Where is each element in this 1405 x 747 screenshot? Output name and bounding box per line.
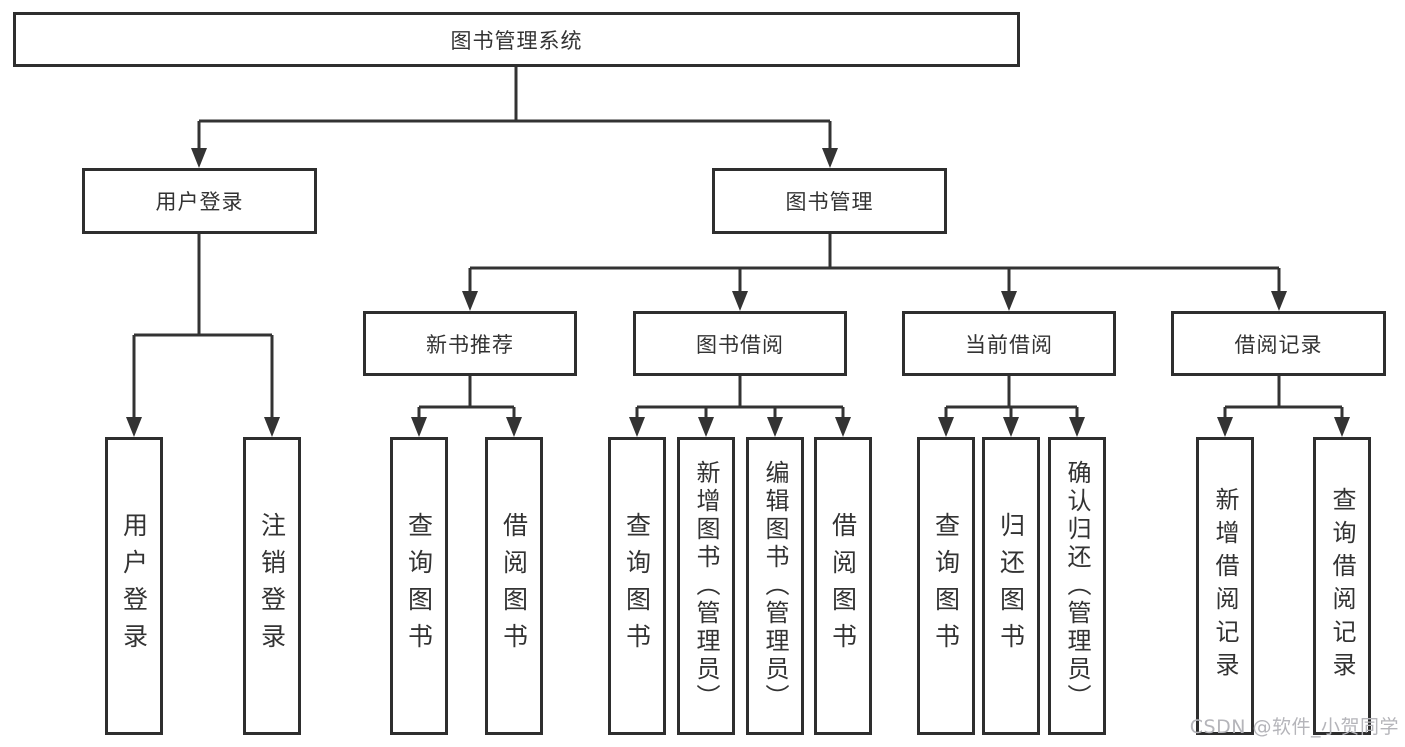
arrowhead-icon: [938, 417, 954, 437]
arrowhead-icon: [1001, 291, 1017, 311]
connector-book-mgmt-to-level3: [462, 234, 1287, 311]
node-borrow-records: 借阅记录: [1171, 311, 1386, 376]
arrowhead-icon: [411, 417, 427, 437]
connector-new-book-rec-to-children: [411, 376, 522, 437]
node-cb-return-book: 归还图书: [982, 437, 1040, 735]
arrowhead-icon: [1069, 417, 1085, 437]
node-label: 查询借阅记录: [1328, 487, 1356, 685]
node-bb-add-book-admin: 新增图书（管理员）: [677, 437, 735, 735]
arrowhead-icon: [1334, 417, 1350, 437]
arrowhead-icon: [629, 417, 645, 437]
node-nbr-borrow-book: 借阅图书: [485, 437, 543, 735]
node-label: 用户登录: [119, 512, 149, 660]
node-bb-query-book: 查询图书: [608, 437, 666, 735]
node-label: 查询图书: [622, 512, 652, 660]
node-cb-confirm-return-admin: 确认归还（管理员）: [1048, 437, 1106, 735]
arrowhead-icon: [835, 417, 851, 437]
arrowhead-icon: [462, 291, 478, 311]
node-br-add-record: 新增借阅记录: [1196, 437, 1254, 735]
node-cb-query-book: 查询图书: [917, 437, 975, 735]
node-user-login: 用户登录: [82, 168, 317, 234]
node-current-borrow: 当前借阅: [902, 311, 1116, 376]
connector-root-to-level2: [191, 67, 838, 168]
node-book-management: 图书管理: [712, 168, 947, 234]
node-nbr-query-book: 查询图书: [390, 437, 448, 735]
arrowhead-icon: [1271, 291, 1287, 311]
node-label: 借阅图书: [499, 512, 529, 660]
arrowhead-icon: [732, 291, 748, 311]
arrowhead-icon: [1217, 417, 1233, 437]
arrowhead-icon: [506, 417, 522, 437]
node-br-query-record: 查询借阅记录: [1313, 437, 1371, 735]
connector-user-login-to-children: [126, 234, 280, 437]
node-label: 查询图书: [931, 512, 961, 660]
arrowhead-icon: [126, 417, 142, 437]
node-root: 图书管理系统: [13, 12, 1020, 67]
arrowhead-icon: [822, 148, 838, 168]
node-label: 确认归还（管理员）: [1063, 460, 1091, 712]
csdn-watermark: CSDN @软件_小贺同学: [1189, 716, 1399, 738]
node-book-borrow: 图书借阅: [633, 311, 847, 376]
arrowhead-icon: [698, 417, 714, 437]
connector-current-borrow-to-children: [938, 376, 1085, 437]
node-label: 注销登录: [257, 512, 287, 660]
arrowhead-icon: [264, 417, 280, 437]
node-label: 编辑图书（管理员）: [761, 460, 789, 712]
node-user-login-leaf: 用户登录: [105, 437, 163, 735]
node-label: 归还图书: [996, 512, 1026, 660]
connector-book-borrow-to-children: [629, 376, 851, 437]
arrowhead-icon: [191, 148, 207, 168]
node-label: 新增借阅记录: [1211, 487, 1239, 685]
node-label: 新增图书（管理员）: [692, 460, 720, 712]
node-label: 查询图书: [404, 512, 434, 660]
connector-borrow-records-to-children: [1217, 376, 1350, 437]
node-bb-edit-book-admin: 编辑图书（管理员）: [746, 437, 804, 735]
node-bb-borrow-book: 借阅图书: [814, 437, 872, 735]
node-logout-leaf: 注销登录: [243, 437, 301, 735]
node-label: 借阅图书: [828, 512, 858, 660]
arrowhead-icon: [767, 417, 783, 437]
node-new-book-recommend: 新书推荐: [363, 311, 577, 376]
arrowhead-icon: [1003, 417, 1019, 437]
